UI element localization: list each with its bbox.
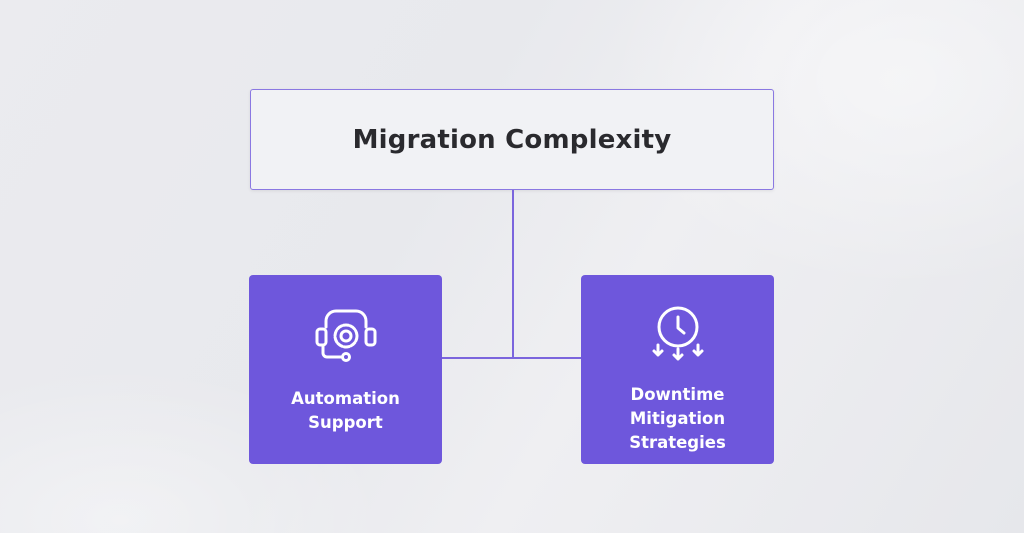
label-line: Strategies	[629, 433, 726, 452]
root-node-title: Migration Complexity	[352, 124, 672, 155]
headset-gear-icon	[315, 309, 376, 362]
connector-horizontal	[442, 357, 582, 359]
label-line: Support	[308, 413, 383, 432]
child-node-downtime-mitigation: Downtime Mitigation Strategies	[581, 275, 774, 464]
label-line: Downtime	[630, 385, 725, 404]
root-node: Migration Complexity	[250, 89, 774, 190]
label-line: Automation	[291, 389, 400, 408]
connector-vertical	[512, 190, 514, 359]
child-node-automation-support: Automation Support	[249, 275, 442, 464]
clock-down-arrows-icon	[652, 306, 703, 361]
child-node-label: Automation Support	[291, 387, 400, 435]
label-line: Mitigation	[629, 409, 726, 428]
child-node-label: Downtime Mitigation Strategies	[629, 383, 726, 455]
